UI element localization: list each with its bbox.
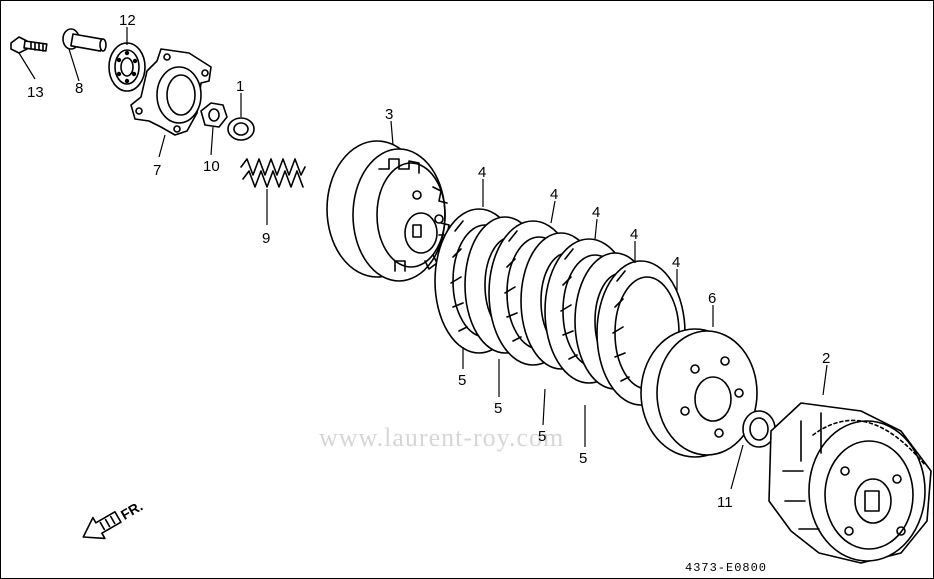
callout-12: 12 bbox=[119, 12, 136, 29]
part-2-clutch-outer bbox=[768, 402, 932, 564]
callout-4c: 4 bbox=[592, 204, 600, 221]
diagram-code: 4373-E0800 bbox=[685, 561, 767, 575]
callout-4e: 4 bbox=[672, 254, 680, 271]
callout-5a: 5 bbox=[458, 372, 466, 389]
callout-13: 13 bbox=[27, 84, 44, 101]
clutch-disc-stack bbox=[434, 208, 686, 406]
callout-7: 7 bbox=[153, 162, 161, 179]
callout-10: 10 bbox=[203, 158, 220, 175]
callout-11: 11 bbox=[717, 494, 733, 511]
callout-2: 2 bbox=[822, 350, 830, 367]
part-10-lock-nut bbox=[200, 102, 228, 128]
callout-9: 9 bbox=[262, 230, 270, 247]
part-11-spline-washer bbox=[742, 410, 776, 448]
callout-6: 6 bbox=[708, 290, 716, 307]
callout-1: 1 bbox=[236, 78, 244, 95]
part-6-clutch-center bbox=[640, 328, 758, 458]
callout-4b: 4 bbox=[550, 186, 558, 203]
callout-5b: 5 bbox=[494, 400, 502, 417]
part-9-clutch-spring bbox=[240, 158, 306, 188]
callout-4d: 4 bbox=[630, 226, 638, 243]
part-8-pin-bolt bbox=[62, 28, 107, 52]
callout-8: 8 bbox=[75, 80, 83, 97]
part-1-washer bbox=[227, 117, 255, 141]
callout-4a: 4 bbox=[478, 164, 486, 181]
part-7-lifter-plate bbox=[130, 48, 212, 136]
leader-lines bbox=[18, 27, 828, 490]
part-3-pressure-plate bbox=[326, 140, 450, 282]
part-12-bearing bbox=[108, 42, 146, 92]
callout-5d: 5 bbox=[579, 450, 587, 467]
callout-3: 3 bbox=[385, 106, 393, 123]
watermark: www.laurent-roy.com bbox=[319, 423, 564, 452]
front-label: FR. bbox=[118, 498, 146, 523]
callout-5c: 5 bbox=[538, 428, 546, 445]
callout-labels: 13 8 12 7 10 1 9 3 4 4 4 4 4 6 2 5 5 5 5… bbox=[27, 12, 830, 511]
front-direction-arrow: FR. bbox=[82, 498, 146, 540]
part-13-bolt bbox=[10, 36, 48, 54]
